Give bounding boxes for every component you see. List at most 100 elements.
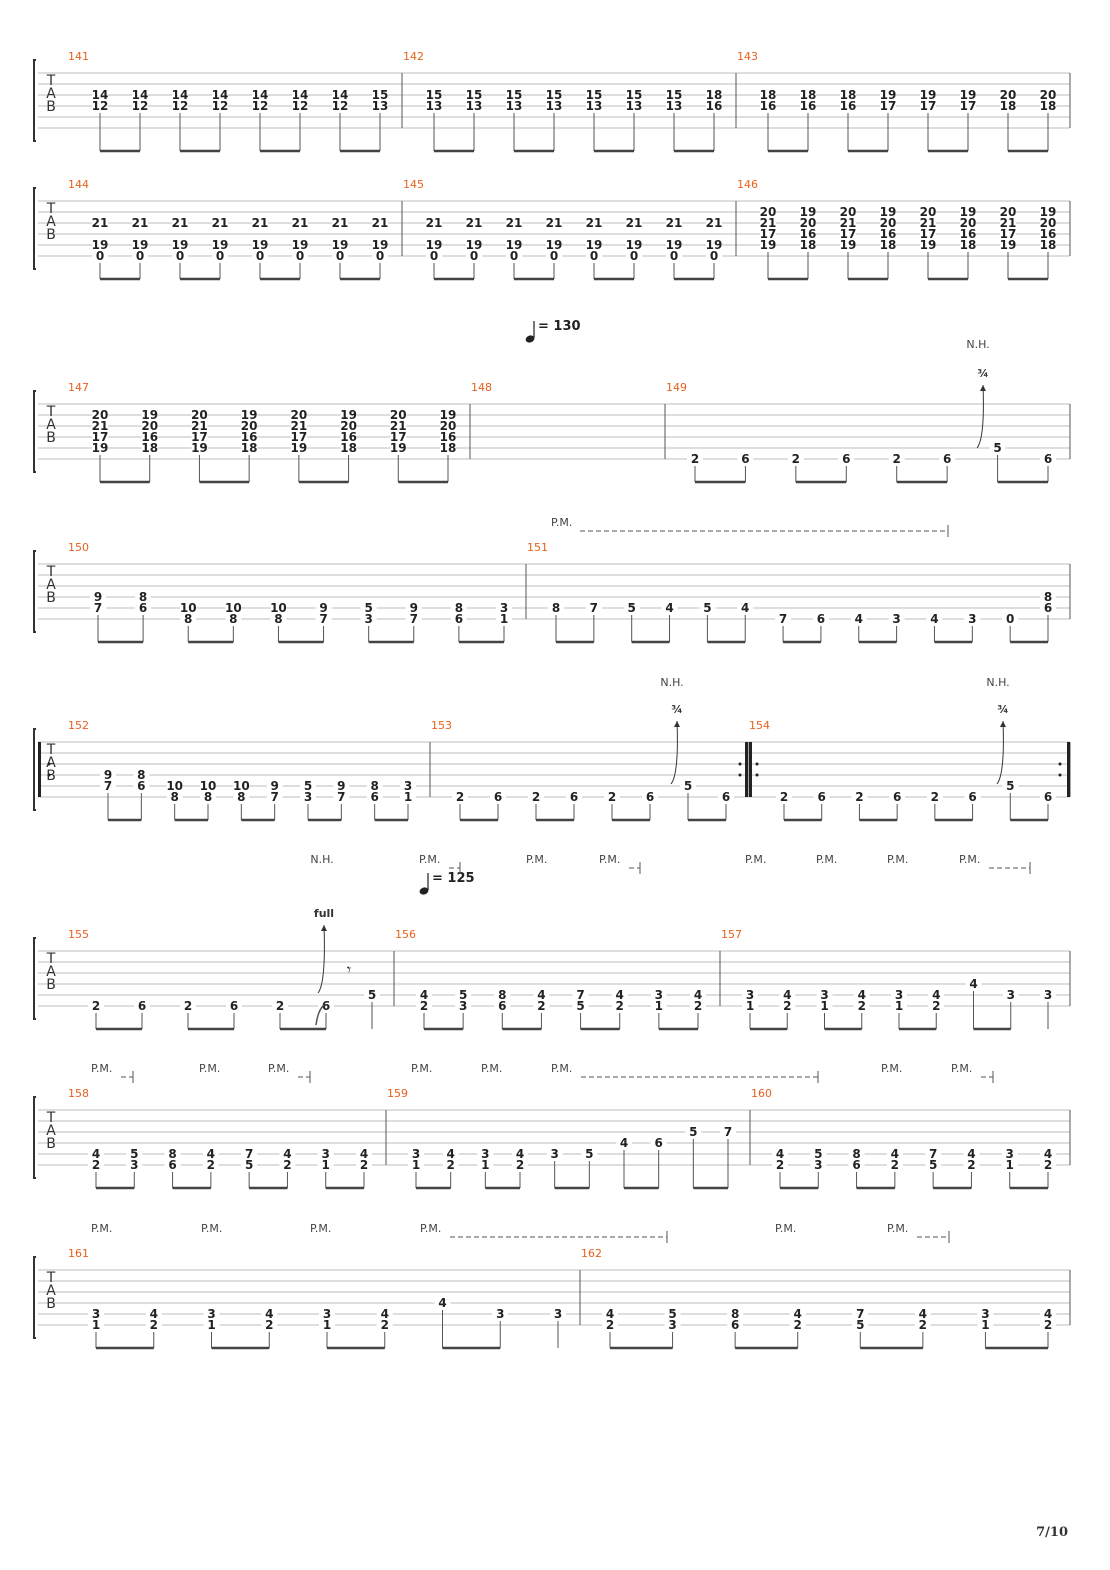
fret-background — [1040, 791, 1056, 802]
fret-number: 20 — [1040, 216, 1057, 230]
fret-number: 1 — [92, 1318, 100, 1332]
fret-background — [318, 1000, 334, 1011]
fret-number: 1 — [746, 999, 754, 1013]
fret-background — [1000, 217, 1016, 228]
fret-background — [164, 1159, 181, 1170]
fret-number: 21 — [92, 419, 109, 433]
fret-background — [92, 409, 108, 420]
fret-background — [434, 1297, 451, 1308]
measure-number: 142 — [403, 50, 424, 63]
fret-number: 3 — [459, 999, 467, 1013]
fret-background — [939, 453, 956, 464]
fret-number: 2 — [456, 790, 464, 804]
fret-background — [1040, 989, 1056, 1000]
fret-background — [920, 100, 936, 111]
fret-background — [92, 239, 108, 250]
fret-background — [546, 89, 562, 100]
fret-number: 17 — [191, 430, 208, 444]
fret-number: 7 — [337, 790, 345, 804]
fret-background — [706, 239, 722, 250]
fret-number: 4 — [665, 601, 673, 615]
fret-number: 2 — [691, 452, 699, 466]
fret-number: 0 — [630, 249, 638, 263]
measure-number: 155 — [68, 928, 89, 941]
palm-mute-label: P.M. — [745, 853, 766, 866]
fret-number: 20 — [840, 205, 857, 219]
fret-number: 5 — [459, 988, 467, 1002]
repeat-start-barline — [38, 742, 41, 797]
natural-harmonic-label: N.H. — [966, 338, 989, 351]
fret-background — [372, 100, 388, 111]
fret-background — [850, 613, 867, 624]
fret-background — [191, 431, 208, 442]
fret-background — [706, 89, 722, 100]
fret-background — [92, 89, 108, 100]
fret-background — [426, 239, 442, 250]
fret-background — [292, 239, 308, 250]
fret-background — [699, 602, 716, 613]
fret-number: 2 — [792, 452, 800, 466]
fret-background — [270, 613, 287, 624]
fret-background — [928, 989, 945, 1000]
fret-number: 5 — [1006, 779, 1014, 793]
measure-number: 147 — [68, 381, 89, 394]
fret-background — [1040, 206, 1056, 217]
tab-clef-letter: T — [46, 1270, 56, 1286]
palm-mute-label: P.M. — [91, 1062, 112, 1075]
fret-background — [989, 442, 1006, 453]
fret-background — [266, 791, 283, 802]
fret-background — [840, 100, 856, 111]
fret-background — [241, 442, 258, 453]
fret-background — [292, 217, 308, 228]
fret-background — [1040, 591, 1056, 602]
fret-number: 6 — [137, 779, 145, 793]
palm-mute-label: P.M. — [420, 1222, 441, 1235]
fret-number: 16 — [706, 99, 723, 113]
fret-background — [252, 250, 268, 261]
fret-number: 3 — [412, 1147, 420, 1161]
fret-background — [880, 217, 896, 228]
quarter-note-icon — [525, 335, 535, 343]
palm-mute-label: P.M. — [959, 853, 980, 866]
fret-number: 15 — [506, 88, 523, 102]
fret-number: 14 — [132, 88, 149, 102]
fret-background — [132, 239, 148, 250]
fret-background — [452, 791, 468, 802]
repeat-dot — [1058, 773, 1062, 777]
fret-background — [581, 1148, 598, 1159]
page-number: 7/10 — [1036, 1525, 1068, 1540]
fret-background — [586, 100, 602, 111]
fret-number: 20 — [241, 419, 258, 433]
fret-background — [914, 1308, 931, 1319]
fret-number: 6 — [455, 612, 463, 626]
fret-number: 9 — [337, 779, 345, 793]
fret-number: 2 — [516, 1158, 524, 1172]
fret-number: 0 — [1006, 612, 1014, 626]
fret-background — [840, 228, 856, 239]
fret-number: 4 — [783, 988, 791, 1002]
fret-number: 18 — [706, 88, 723, 102]
fret-number: 8 — [168, 1147, 176, 1161]
fret-background — [800, 206, 816, 217]
fret-background — [132, 250, 148, 261]
repeat-dot — [755, 762, 759, 766]
fret-number: 15 — [466, 88, 483, 102]
tab-clef-letter: T — [46, 404, 56, 420]
fret-background — [133, 769, 150, 780]
fret-number: 6 — [370, 790, 378, 804]
measure-number: 144 — [68, 178, 89, 191]
fret-number: 2 — [891, 1158, 899, 1172]
fret-background — [135, 591, 152, 602]
fret-number: 19 — [840, 238, 857, 252]
fret-background — [920, 217, 936, 228]
fret-number: 0 — [136, 249, 144, 263]
fret-background — [300, 791, 316, 802]
fret-number: 20 — [1000, 205, 1017, 219]
fret-number: 7 — [319, 612, 327, 626]
fret-background — [586, 250, 602, 261]
fret-background — [202, 1159, 219, 1170]
fret-background — [416, 989, 432, 1000]
fret-number: 17 — [960, 99, 977, 113]
fret-number: 5 — [130, 1147, 138, 1161]
fret-number: 18 — [880, 238, 897, 252]
